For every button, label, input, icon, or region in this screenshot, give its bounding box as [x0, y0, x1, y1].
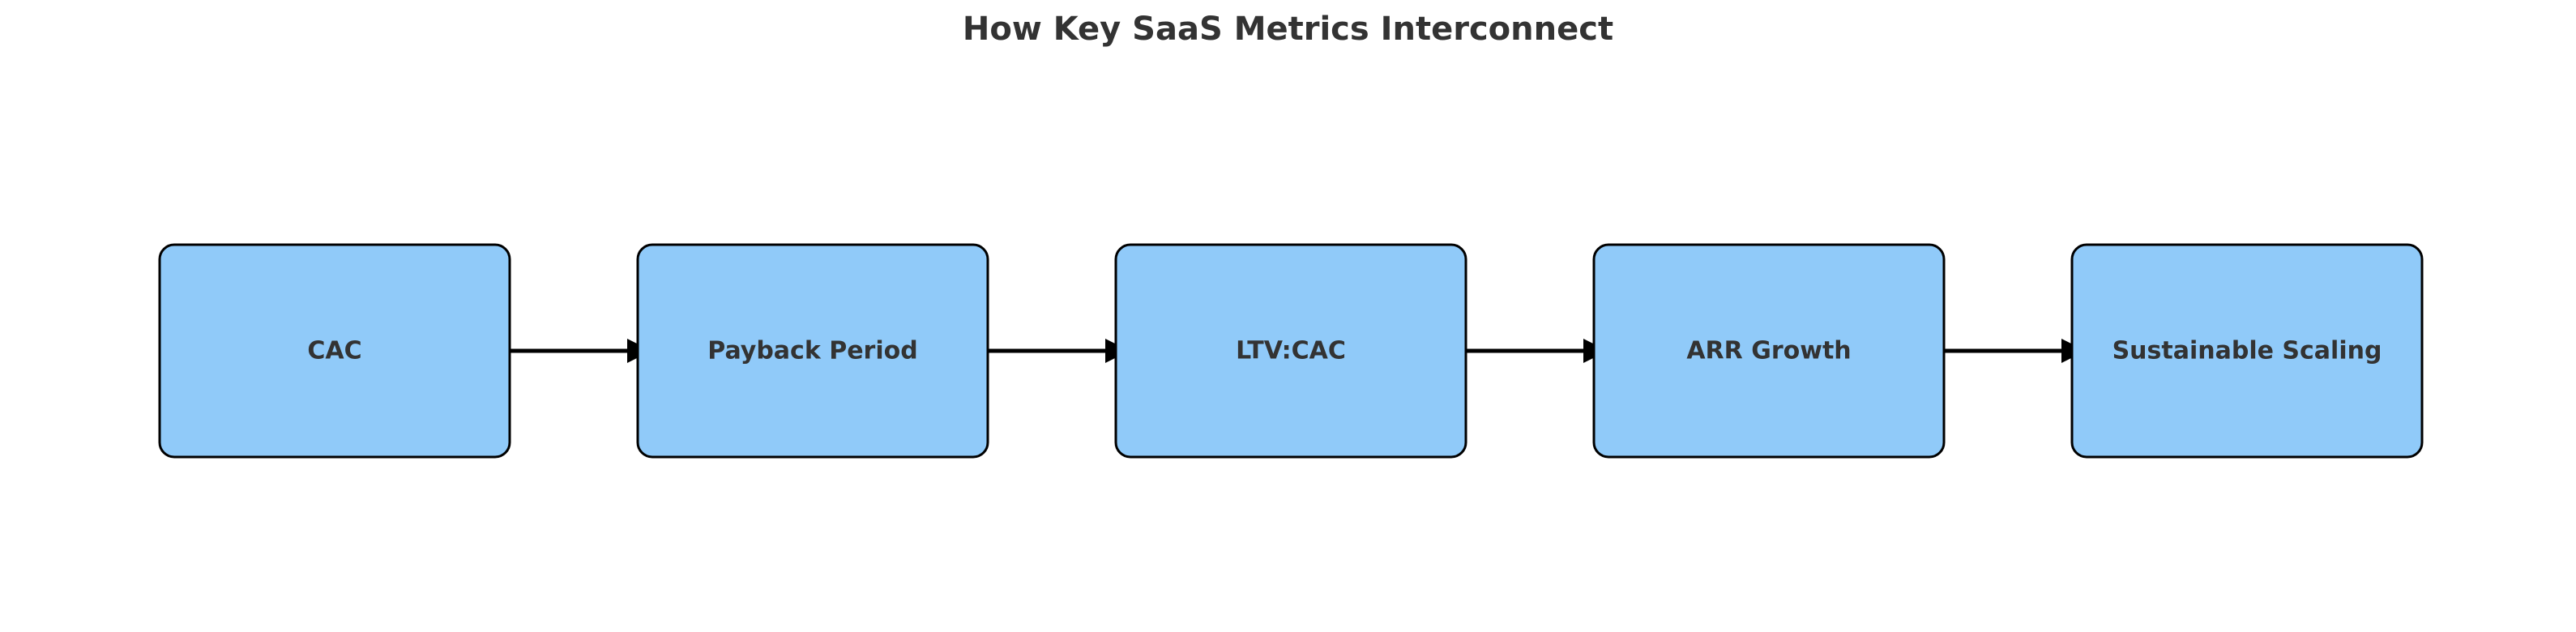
node-label-arr-growth: ARR Growth — [1686, 337, 1851, 365]
node-cac: CAC — [158, 243, 511, 459]
node-box-payback-period — [636, 243, 989, 459]
node-label-ltv-cac: LTV:CAC — [1236, 337, 1346, 365]
node-box-arr-growth — [1592, 243, 1946, 459]
node-box-cac — [158, 243, 511, 459]
node-ltv-cac: LTV:CAC — [1114, 243, 1467, 459]
node-arr-growth: ARR Growth — [1592, 243, 1946, 459]
node-box-sustainable-scaling — [2070, 243, 2424, 459]
nodes-layer: CAC Payback Period LTV:CAC ARR Growth Sustai… — [158, 243, 2424, 459]
node-payback-period: Payback Period — [636, 243, 989, 459]
node-sustainable-scaling: Sustainable Scaling — [2070, 243, 2424, 459]
page-title: How Key SaaS Metrics Interconnect — [962, 11, 1614, 48]
node-box-ltv-cac — [1114, 243, 1467, 459]
node-label-sustainable-scaling: Sustainable Scaling — [2112, 337, 2382, 365]
node-label-payback-period: Payback Period — [707, 337, 917, 365]
node-label-cac: CAC — [307, 337, 361, 365]
